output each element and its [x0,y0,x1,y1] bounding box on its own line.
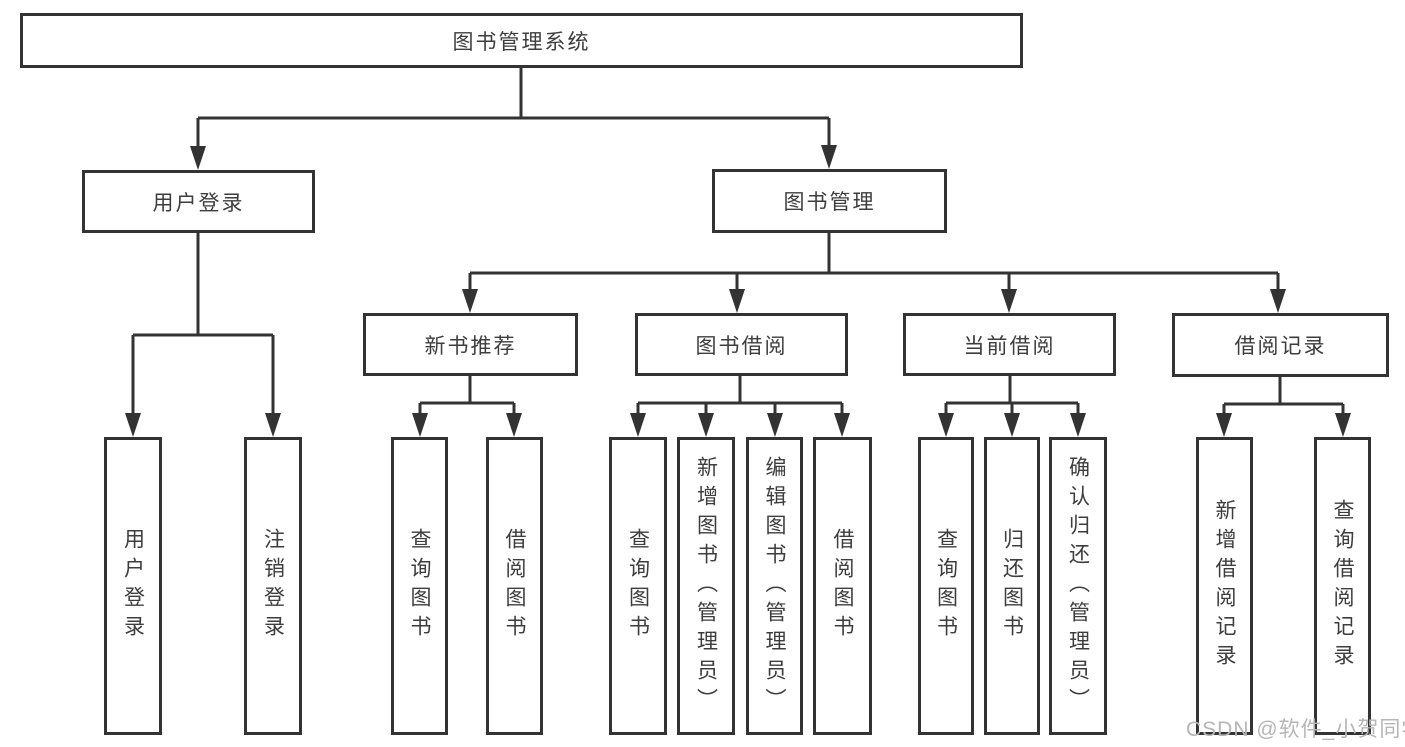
connector-newbookrec-to-leaves [418,376,516,417]
leaf-add-books-admin: 新增图书（管理员） [677,437,735,735]
arrowheads-userlogin-leaves [125,413,281,437]
connector-bookmgmt-to-level3 [468,233,1280,293]
connector-bookborrow-to-leaves [636,376,844,417]
leaf-logout: 注销登录 [244,437,302,735]
leaf-edit-books-admin: 编辑图书（管理员） [746,437,803,735]
connector-currentborrow-to-leaves [944,376,1080,417]
leaf-add-borrow-record: 新增借阅记录 [1196,437,1253,735]
leaf-query-books-recommend: 查询图书 [391,437,448,735]
arrowheads-level3 [462,289,1286,313]
leaf-return-books: 归还图书 [984,437,1040,735]
node-user-login: 用户登录 [82,170,315,233]
arrowheads-newbookrec-leaves [412,413,522,437]
leaf-confirm-return-admin: 确认归还（管理员） [1049,437,1107,735]
connector-borrowrecords-to-leaves [1222,377,1345,417]
node-book-borrow: 图书借阅 [635,313,848,376]
node-borrow-records: 借阅记录 [1172,313,1389,377]
node-library-system: 图书管理系统 [20,13,1023,68]
leaf-query-books-borrow: 查询图书 [609,437,667,735]
arrowheads-level2 [190,145,837,170]
arrowheads-borrowrecords-leaves [1216,413,1351,437]
leaf-query-books-current: 查询图书 [918,437,974,735]
node-book-management: 图书管理 [712,169,947,233]
watermark: CSDN @软件_小贺同学 [1186,718,1405,741]
connector-root-to-level2 [196,68,831,150]
connector-userlogin-to-leaves [131,233,275,417]
leaf-query-borrow-record: 查询借阅记录 [1314,437,1371,735]
node-new-book-recommend: 新书推荐 [363,313,578,376]
node-current-borrow: 当前借阅 [903,313,1116,376]
leaf-borrow-books: 借阅图书 [813,437,872,735]
arrowheads-bookborrow-leaves [630,413,850,437]
leaf-borrow-books-recommend: 借阅图书 [486,437,543,735]
leaf-user-login: 用户登录 [104,437,162,735]
arrowheads-currentborrow-leaves [938,413,1086,437]
